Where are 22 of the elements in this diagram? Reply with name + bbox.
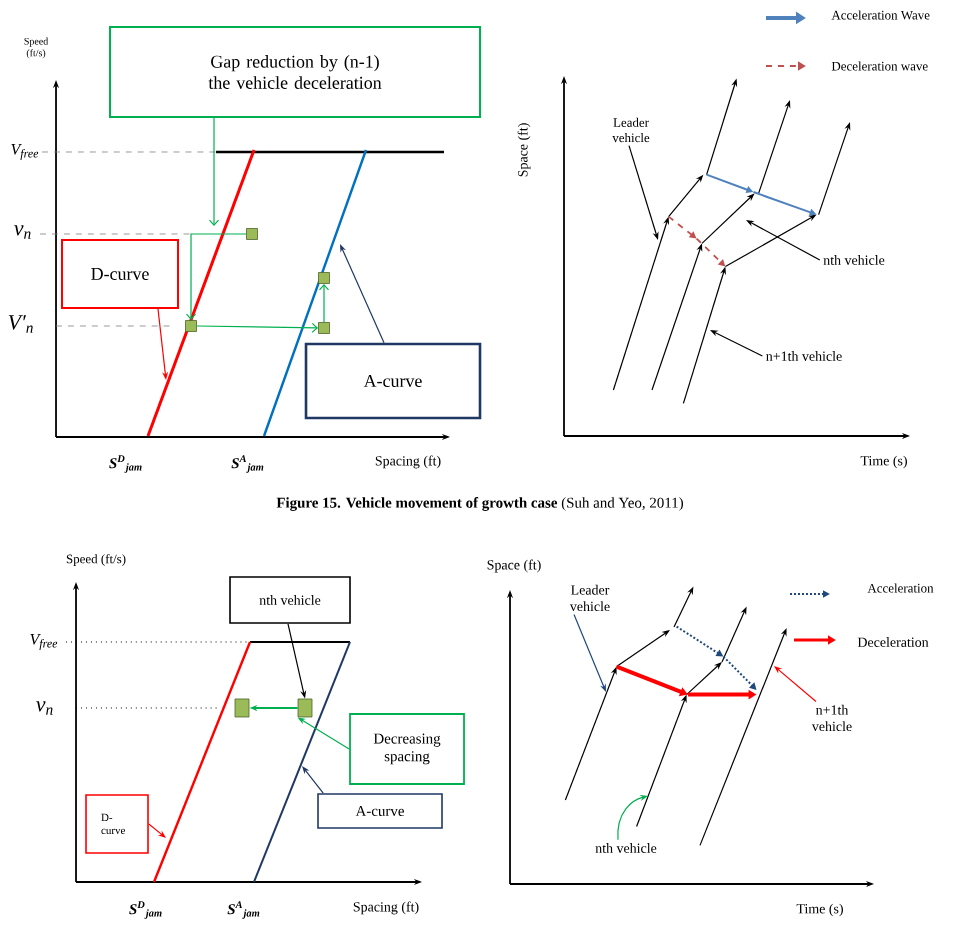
square-marker <box>234 698 250 718</box>
tick-label: v$_{n}$ <box>14 225 31 239</box>
callout-box: Gap reduction by (n-1) the vehicle deceleration <box>109 26 481 118</box>
arrow <box>208 117 220 226</box>
square-marker <box>318 272 330 284</box>
leader-arrow <box>302 766 324 794</box>
callout-box: D-curve <box>61 239 179 309</box>
square-marker <box>297 698 313 718</box>
callout-box: A-curve <box>304 342 482 420</box>
arrow <box>196 322 319 333</box>
square-marker <box>318 322 330 334</box>
leader-arrow <box>340 244 385 344</box>
leader-arrow <box>746 220 821 261</box>
tick-label: V′$_{n}$ <box>8 315 33 333</box>
square-marker <box>246 228 258 240</box>
arrow <box>185 233 247 321</box>
leader-arrow <box>710 330 763 357</box>
arrow <box>318 283 330 323</box>
leader-arrow <box>148 823 166 838</box>
leader-arrow <box>774 666 817 703</box>
square-marker <box>185 320 197 332</box>
tick-label: v$_{n}$ <box>36 701 53 715</box>
